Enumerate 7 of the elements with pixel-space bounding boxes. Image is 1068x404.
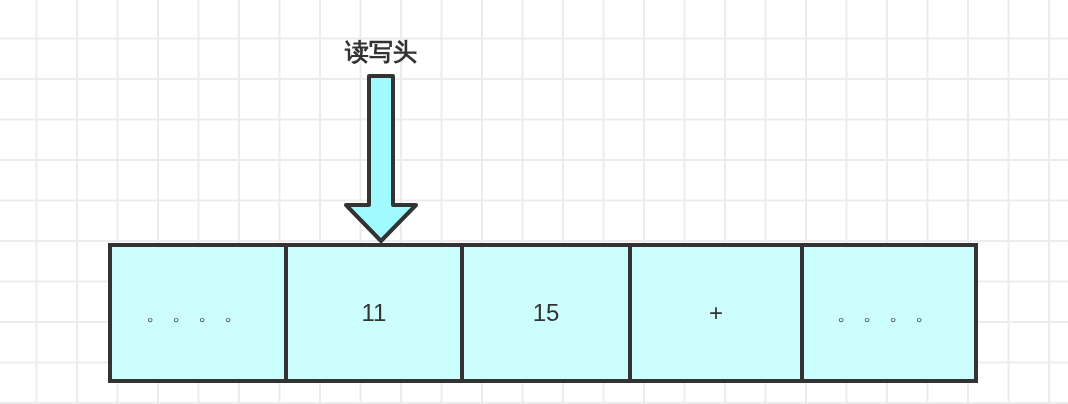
block-arrow — [344, 74, 418, 243]
cell-value: 15 — [532, 299, 560, 327]
heading-label: 读写头 — [331, 28, 431, 76]
cell-value: 11 — [361, 299, 387, 327]
cell-value: 。。。。 — [837, 300, 941, 326]
cell-value: 。。。。 — [146, 300, 250, 326]
cell-value: + — [709, 299, 723, 327]
